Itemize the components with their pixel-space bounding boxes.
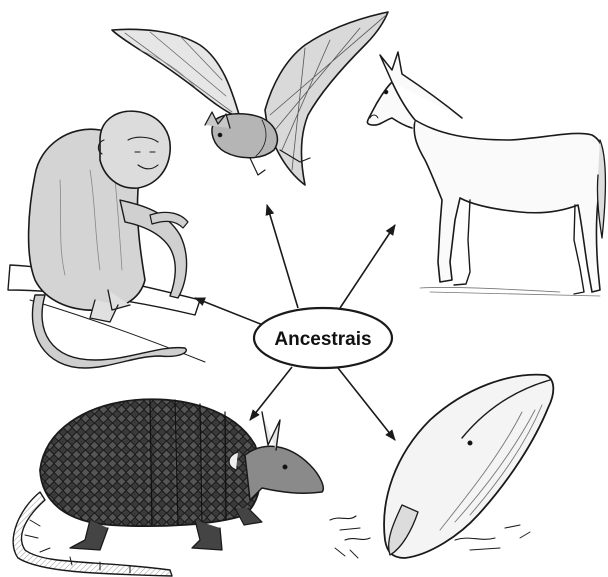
arrow-to-bat [267,205,298,308]
monkey-illustration [8,111,205,368]
arrow-to-armadillo [250,367,292,420]
center-label: Ancestrais [274,329,371,350]
arrow-to-whale [338,368,395,440]
center-node: Ancestrais [254,308,392,368]
whale-illustration [330,375,553,558]
arrow-to-monkey [195,298,263,325]
arrow-to-horse [340,225,395,308]
armadillo-illustration [13,399,323,576]
horse-illustration [367,52,605,296]
